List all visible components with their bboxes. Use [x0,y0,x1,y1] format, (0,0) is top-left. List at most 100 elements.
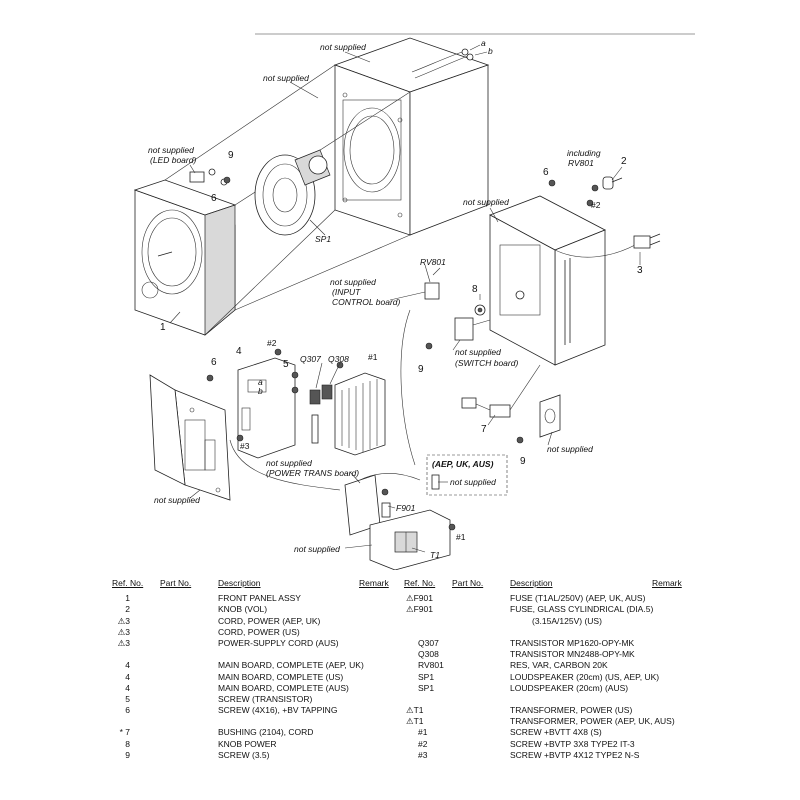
screws [206,176,594,531]
callout-not-supplied-bracket: not supplied [547,444,593,454]
callout-including-1: including [567,148,601,158]
label-rv801: RV801 [420,257,446,267]
ref-a-board: a [258,377,263,387]
ref-b-board: b [258,386,263,396]
callout-not-supplied-chassis: not supplied [463,197,509,207]
callout-not-supplied-backpanel: not supplied [154,495,200,505]
ref-9-top: 9 [228,150,234,161]
ref-h1-bottom: #1 [456,532,466,542]
ref-9-mid: 9 [418,364,424,375]
region-box-label: (AEP, UK, AUS) [432,459,494,469]
rear-bracket [539,394,561,438]
leader-lines [169,51,641,553]
ref-2: 2 [621,156,627,167]
header-part-no: Part No. [160,578,192,588]
label-t1: T1 [430,550,440,560]
parts-row-spacer [112,649,372,660]
ref-9-bottom: 9 [520,456,526,467]
parts-row-spacer [112,716,372,727]
ref-6-right: 6 [543,167,549,178]
header-remark-right: Remark [652,578,682,588]
header-remark: Remark [359,578,389,588]
label-q308: Q308 [328,354,349,364]
back-panel [149,374,231,501]
callout-power-trans-2: (POWER TRANS board) [266,468,359,478]
label-f901: F901 [396,503,416,513]
parts-row-spacer [404,627,694,638]
cord-bushing [461,364,541,418]
fuse-part [431,474,440,490]
led-board [189,168,228,186]
ref-6-top: 6 [211,193,217,204]
header-ref-no-right: Ref. No. [404,578,436,588]
label-sp1: SP1 [315,234,331,244]
switch-board [454,317,491,341]
heatsink [334,372,386,456]
exploded-view-diagram: a b [133,33,695,570]
label-q307: Q307 [300,354,321,364]
callout-not-supplied-bottom: not supplied [294,544,340,554]
header-description: Description [218,578,261,588]
parts-row-spacer [404,694,694,705]
ref-h2-left: #2 [267,338,277,348]
front-panel-assembly [133,179,237,336]
volume-knob [591,176,623,192]
callout-power-trans-1: not supplied [266,458,312,468]
parts-list-header-left: Ref. No. Part No. Description Remark [112,578,389,589]
callout-not-supplied-grommet: not supplied [263,73,309,83]
callout-not-supplied-fuse: not supplied [450,477,496,487]
power-knob [474,304,486,316]
callout-input-2: (INPUT [332,287,361,297]
region-callout-box [426,454,508,496]
callout-led-board-2: (LED board) [150,155,196,165]
parts-list-header-right: Ref. No. Part No. Description Remark [404,578,694,589]
main-board-assembly [237,357,296,459]
header-ref-no: Ref. No. [112,578,144,588]
wire-a-label: a [481,38,486,48]
callout-input-1: not supplied [330,277,376,287]
parts-row: (3.15A/125V) (US) [532,615,602,626]
ref-h3: #3 [240,441,250,451]
callout-including-2: RV801 [568,158,594,168]
loudspeaker-sp1 [254,149,331,236]
ref-4: 4 [236,346,242,357]
ref-h1-heatsink: #1 [368,352,378,362]
header-description-right: Description [510,578,553,588]
speaker-wires [411,44,488,79]
ref-5: 5 [283,359,289,370]
ref-7: 7 [481,424,487,435]
power-trans-board [344,472,421,536]
callout-input-3: CONTROL board) [332,297,401,307]
transformer-t1 [369,509,451,570]
header-part-no-right: Part No. [452,578,484,588]
wire-b-label: b [488,46,493,56]
ref-3: 3 [637,265,643,276]
callout-switch-2: (SWITCH board) [455,358,518,368]
ref-1: 1 [160,322,166,333]
